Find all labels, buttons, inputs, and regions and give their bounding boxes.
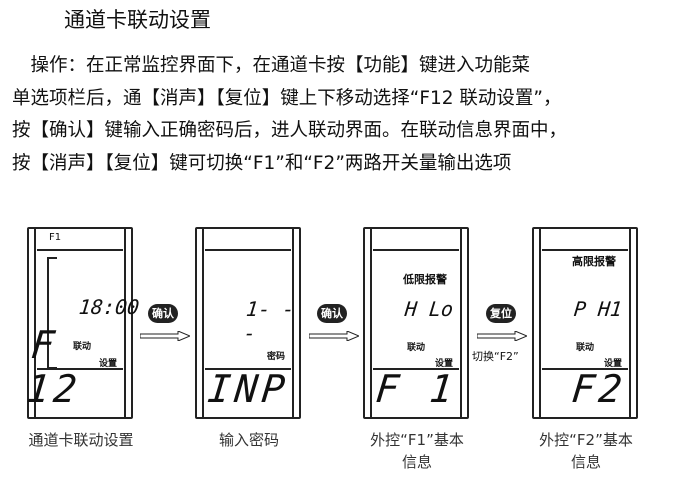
caption-line: 信息 xyxy=(570,453,601,471)
f1-label: F1 xyxy=(49,232,62,243)
caption: 外控“F1”基本信息 xyxy=(347,429,487,473)
lcd-panel-f2: 高限报警 P H1 联动 设置 F2 xyxy=(532,227,638,419)
lcd-value: P H1 xyxy=(572,297,624,321)
alarm-label: 高限报警 xyxy=(572,255,616,268)
link-label: 联动 xyxy=(576,343,595,353)
caption-line: 外控“F2”基本 xyxy=(539,431,633,449)
para-line: 操作：在正常监控界面下，在通道卡按【功能】键进入功能菜 xyxy=(12,55,531,76)
lcd-value: 1- - - xyxy=(242,297,296,345)
arrow-icon xyxy=(140,331,190,341)
para-line: 按【确认】键输入正确密码后，进人联动界面。在联动信息界面中， xyxy=(12,120,568,141)
lcd-code: INP xyxy=(206,367,292,411)
confirm-button: 确认 xyxy=(317,304,347,323)
lcd-code: F 12 xyxy=(24,323,83,411)
caption: 输入密码 xyxy=(218,431,279,449)
caption-line: 外控“F1”基本 xyxy=(370,431,464,449)
alarm-label: 低限报警 xyxy=(403,273,447,286)
set-label: 设置 xyxy=(435,359,454,369)
link-label: 联动 xyxy=(73,342,92,352)
caption: 外控“F2”基本信息 xyxy=(516,429,656,473)
lcd-code: F 1 xyxy=(374,367,460,411)
lcd-panel-f12: F1 18:00 联动 设置 F 12 xyxy=(24,227,140,419)
lcd-code: F2 xyxy=(569,367,629,411)
lcd-panel-inp: 1- - - 密码 INP xyxy=(195,227,301,419)
confirm-button: 确认 xyxy=(148,304,178,323)
link-label: 联动 xyxy=(407,343,426,353)
lcd-value: 18:00 xyxy=(77,295,141,319)
reset-button: 复位 xyxy=(486,304,516,323)
set-label: 设置 xyxy=(604,359,623,369)
lcd-panel-f1: 低限报警 H Lo 联动 设置 F 1 xyxy=(363,227,469,419)
para-line: 按【消声】【复位】键可切换“F1”和“F2”两路开关量输出选项 xyxy=(12,152,512,174)
caption: 通道卡联动设置 xyxy=(28,431,134,449)
switch-note: 切换“F2” xyxy=(472,350,519,363)
caption-line: 信息 xyxy=(401,453,432,471)
lcd-value: H Lo xyxy=(403,297,455,321)
set-label: 设置 xyxy=(99,359,118,369)
password-label: 密码 xyxy=(267,352,286,362)
instructions: 操作：在正常监控界面下，在通道卡按【功能】键进入功能菜 单选项栏后，通【消声】【… xyxy=(12,50,662,180)
arrow-icon xyxy=(477,331,527,341)
section-title: 通道卡联动设置 xyxy=(64,8,211,32)
arrow-icon xyxy=(309,331,359,341)
para-line: 单选项栏后，通【消声】【复位】键上下移动选择“F12 联动设置”， xyxy=(12,87,562,109)
